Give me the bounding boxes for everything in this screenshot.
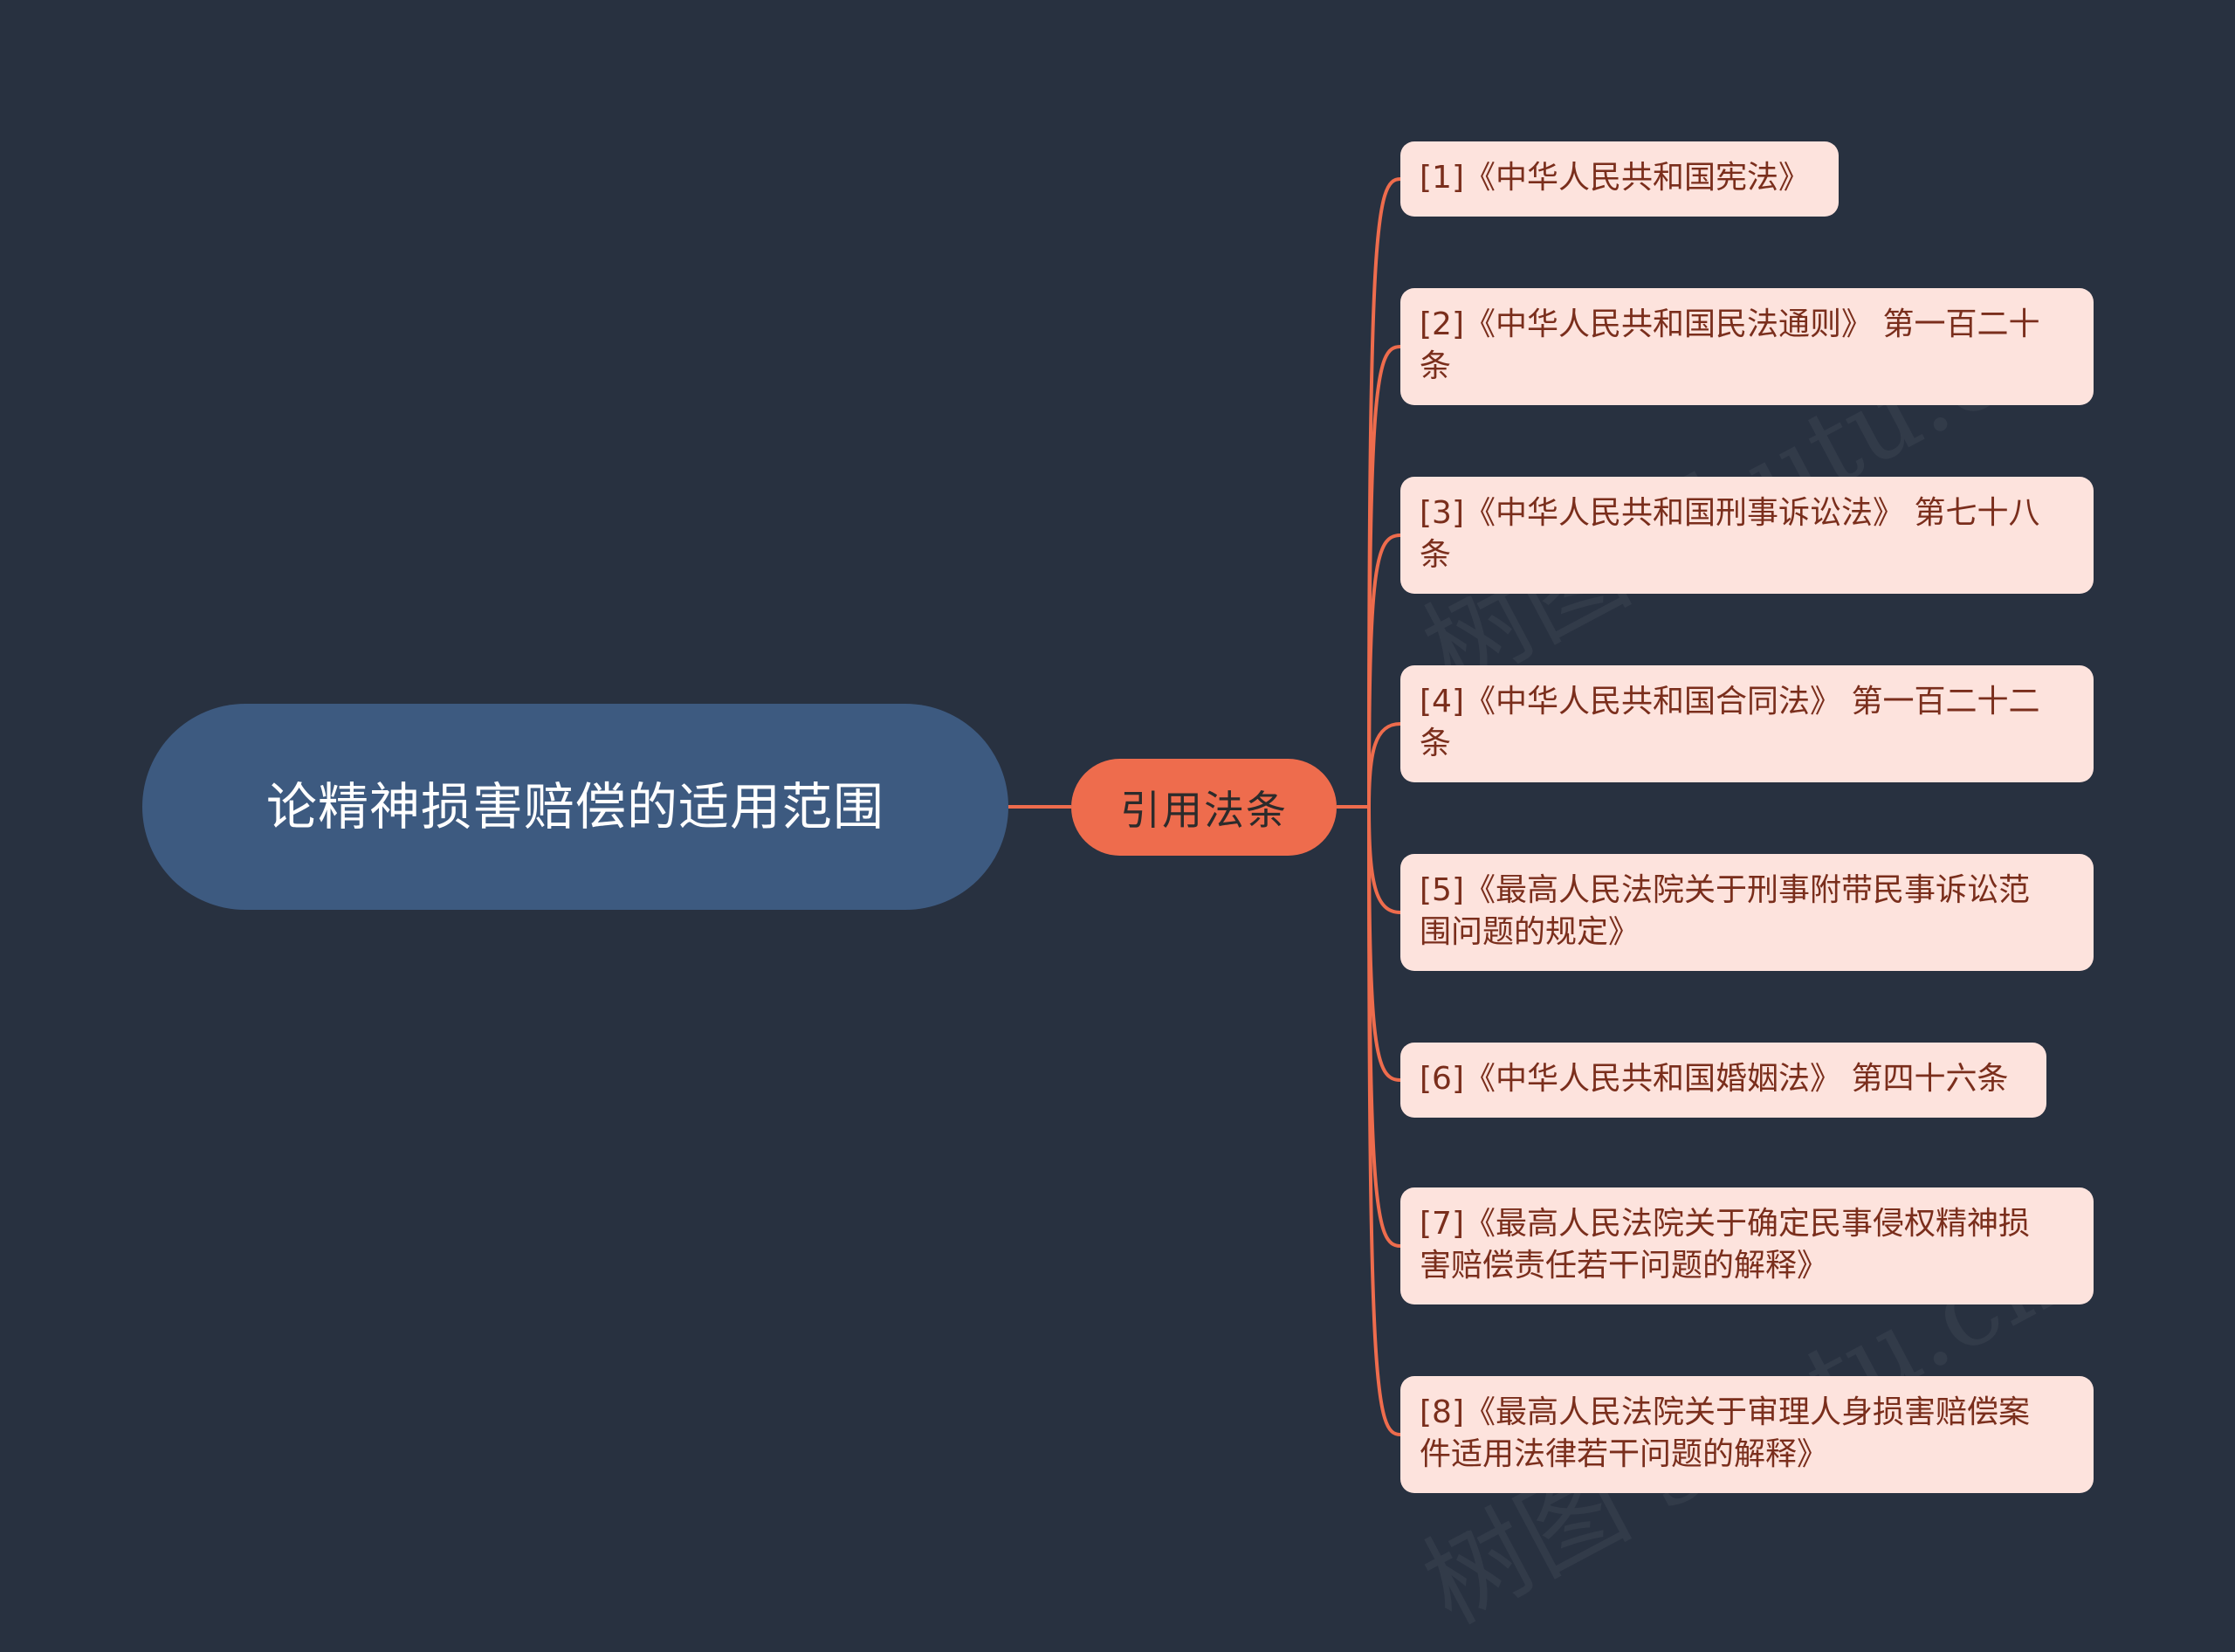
leaf-connector-5 [1367,806,1401,914]
branch-label: 引用法条 [1120,786,1288,834]
leaf-connector-6 [1367,806,1401,1082]
leaf-label: [7]《最高人民法院关于确定民事侵权精神损 害赔偿责任若干问题的解释》 [1420,1206,2030,1284]
leaf-connector-2 [1367,345,1401,808]
leaf-label: [4]《中华人民共和国合同法》 第一百二十二 条 [1420,684,2040,761]
leaf-label: [2]《中华人民共和国民法通则》 第一百二十 条 [1420,306,2040,384]
leaf-node-6[interactable]: [6]《中华人民共和国婚姻法》 第四十六条 [1400,1043,2046,1118]
root-topic-label: 论精神损害赔偿的适用范围 [265,777,884,836]
root-topic-node[interactable]: 论精神损害赔偿的适用范围 [142,704,1008,910]
leaf-node-8[interactable]: [8]《最高人民法院关于审理人身损害赔偿案 件适用法律若干问题的解释》 [1400,1376,2094,1493]
leaf-node-1[interactable]: [1]《中华人民共和国宪法》 [1400,141,1839,217]
leaf-label: [1]《中华人民共和国宪法》 [1420,160,1810,196]
leaf-node-2[interactable]: [2]《中华人民共和国民法通则》 第一百二十 条 [1400,288,2094,405]
leaf-label: [3]《中华人民共和国刑事诉讼法》 第七十八 条 [1420,495,2040,573]
leaf-label: [8]《最高人民法院关于审理人身损害赔偿案 件适用法律若干问题的解释》 [1420,1394,2030,1472]
leaf-connector-4 [1367,722,1401,808]
leaf-node-5[interactable]: [5]《最高人民法院关于刑事附带民事诉讼范 围问题的规定》 [1400,854,2094,971]
branch-node-cited-laws[interactable]: 引用法条 [1071,759,1337,856]
leaf-connector-3 [1367,533,1401,808]
leaf-node-4[interactable]: [4]《中华人民共和国合同法》 第一百二十二 条 [1400,665,2094,782]
leaf-label: [5]《最高人民法院关于刑事附带民事诉讼范 围问题的规定》 [1420,872,2030,950]
leaf-node-7[interactable]: [7]《最高人民法院关于确定民事侵权精神损 害赔偿责任若干问题的解释》 [1400,1187,2094,1304]
leaf-label: [6]《中华人民共和国婚姻法》 第四十六条 [1420,1061,2009,1097]
leaf-node-3[interactable]: [3]《中华人民共和国刑事诉讼法》 第七十八 条 [1400,477,2094,594]
leaf-connector-8 [1367,806,1401,1436]
leaf-connector-1 [1367,177,1401,808]
